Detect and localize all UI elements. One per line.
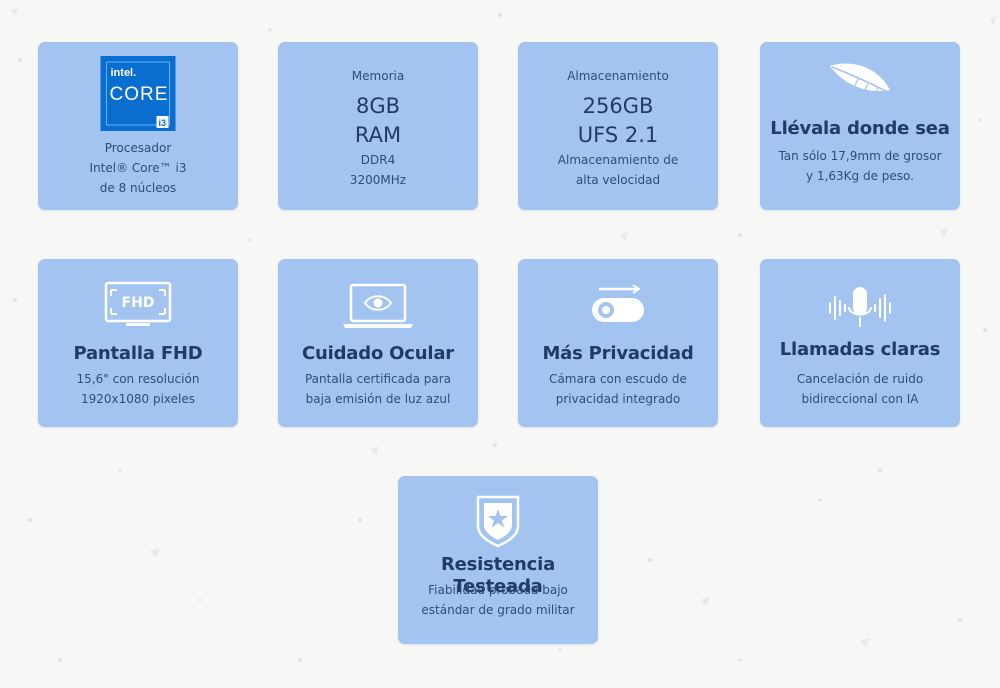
memory-size: 8GB (355, 94, 401, 118)
calls-card: Llamadas claras Cancelación de ruido bid… (760, 259, 960, 427)
processor-line-3: de 8 núcleos (99, 181, 177, 195)
durability-line-1: Fiabilidad probada bajo (428, 583, 568, 597)
eye-laptop-icon (343, 283, 413, 328)
camera-shutter-toggle-icon (592, 285, 644, 322)
badge-product: CORE (110, 84, 169, 105)
eyecare-title: Cuidado Ocular (302, 343, 454, 364)
eyecare-line-2: baja emisión de luz azul (305, 392, 451, 406)
storage-label: Almacenamiento (567, 69, 669, 83)
eyecare-card: Cuidado Ocular Pantalla certificada para… (278, 259, 478, 427)
microphone-soundwave-icon (829, 287, 891, 327)
feather-icon (830, 63, 890, 95)
calls-line-1: Cancelación de ruido (796, 372, 924, 386)
memory-type: RAM (354, 123, 402, 147)
fhd-icon-text: FHD (122, 295, 155, 311)
portability-line-2: y 1,63Kg de peso. (806, 169, 914, 183)
durability-line-2: estándar de grado militar (421, 603, 575, 617)
durability-card: Resistencia Testeada Fiabilidad probada … (398, 476, 598, 644)
privacy-title: Más Privacidad (542, 343, 694, 364)
storage-card: Almacenamiento 256GB UFS 2.1 Almacenamie… (518, 42, 718, 210)
calls-line-2: bidireccional con IA (801, 392, 919, 406)
privacy-card: Más Privacidad Cámara con escudo de priv… (518, 259, 718, 427)
storage-line-1: Almacenamiento de (557, 153, 679, 167)
memory-line-1: DDR4 (360, 153, 396, 167)
privacy-line-1: Cámara con escudo de (549, 372, 687, 386)
eyecare-line-1: Pantalla certificada para (304, 372, 452, 386)
display-title: Pantalla FHD (73, 343, 203, 364)
portability-line-1: Tan sólo 17,9mm de grosor (778, 149, 942, 163)
processor-line-1: Procesador (104, 141, 172, 155)
display-line-2: 1920x1080 pixeles (80, 392, 196, 406)
memory-line-2: 3200MHz (349, 173, 407, 187)
processor-line-2: Intel® Core™ i3 (89, 161, 187, 175)
star-shield-icon (476, 495, 520, 548)
memory-card: Memoria 8GB RAM DDR4 3200MHz (278, 42, 478, 210)
portability-title: Llévala donde sea (770, 118, 950, 139)
durability-title: Resistencia Testeada (440, 554, 556, 597)
intel-core-i3-badge: intel. CORE i3 (100, 56, 176, 131)
display-card: FHD Pantalla FHD 15,6" con resolución 19… (38, 259, 238, 427)
display-line-1: 15,6" con resolución (76, 372, 200, 386)
storage-size: 256GB (582, 94, 654, 118)
storage-type: UFS 2.1 (577, 123, 659, 147)
privacy-line-2: privacidad integrado (555, 392, 681, 406)
fhd-monitor-icon: FHD (104, 281, 172, 326)
storage-line-2: alta velocidad (575, 173, 661, 187)
calls-title: Llamadas claras (779, 339, 941, 360)
portability-card: Llévala donde sea Tan sólo 17,9mm de gro… (760, 42, 960, 210)
badge-brand: intel. (111, 67, 137, 79)
memory-label: Memoria (351, 69, 405, 83)
badge-tier: i3 (159, 118, 167, 128)
processor-card: intel. CORE i3 Procesador Intel® Core™ i… (38, 42, 238, 210)
